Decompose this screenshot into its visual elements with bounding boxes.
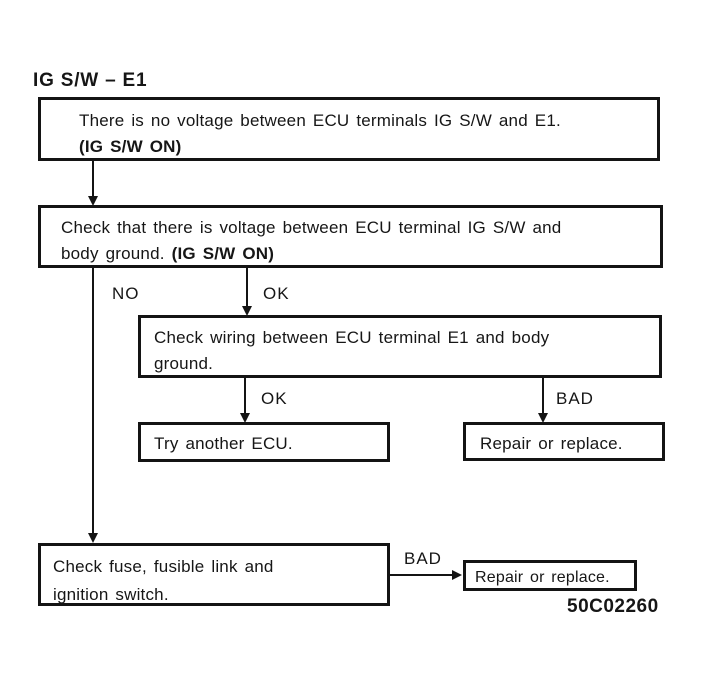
arrowhead-bad-lower bbox=[452, 570, 462, 580]
box-text-line: body ground. (IG S/W ON) bbox=[61, 241, 650, 267]
connector-box1-box2 bbox=[92, 160, 94, 197]
flowchart-box-check-wiring: Check wiring between ECU terminal E1 and… bbox=[138, 315, 662, 378]
box-text-condition: (IG S/W ON) bbox=[79, 137, 182, 156]
box-text-line: Check wiring between ECU terminal E1 and… bbox=[154, 328, 550, 347]
connector-ok-lower bbox=[244, 378, 246, 414]
branch-label-bad-lower: BAD bbox=[404, 549, 442, 568]
flowchart-box-repair-top: Repair or replace. bbox=[463, 422, 665, 461]
box-text-line: Check fuse, fusible link and bbox=[53, 557, 274, 576]
box-text-part: body ground. bbox=[61, 244, 165, 263]
flowchart-box-try-another-ecu: Try another ECU. bbox=[138, 422, 390, 462]
box-text-line: Repair or replace. bbox=[480, 434, 623, 453]
page-title: IG S/W – E1 bbox=[33, 70, 148, 91]
connector-bad-lower bbox=[390, 574, 454, 576]
box-text-line: ignition switch. bbox=[53, 585, 169, 604]
box-text-line: Try another ECU. bbox=[154, 434, 293, 453]
box-text-line: Check that there is voltage between ECU … bbox=[61, 218, 562, 237]
flowchart-box-no-voltage: There is no voltage between ECU terminal… bbox=[38, 97, 660, 161]
box-text-line: Repair or replace. bbox=[475, 569, 610, 586]
connector-no-branch bbox=[92, 267, 94, 534]
flowchart-box-check-fuse: Check fuse, fusible link and ignition sw… bbox=[38, 543, 390, 606]
arrowhead-no-branch bbox=[88, 533, 98, 543]
branch-label-ok-upper: OK bbox=[263, 284, 290, 303]
connector-ok-upper bbox=[246, 267, 248, 307]
box-text-line: There is no voltage between ECU terminal… bbox=[79, 111, 561, 130]
branch-label-bad-upper: BAD bbox=[556, 389, 594, 408]
arrowhead-ok-upper bbox=[242, 306, 252, 316]
box-text-condition: (IG S/W ON) bbox=[171, 244, 275, 263]
figure-code: 50C02260 bbox=[567, 596, 659, 617]
arrowhead-box1-box2 bbox=[88, 196, 98, 206]
flowchart-box-repair-bottom: Repair or replace. bbox=[463, 560, 637, 591]
arrowhead-ok-lower bbox=[240, 413, 250, 423]
arrowhead-bad-upper bbox=[538, 413, 548, 423]
branch-label-ok-lower: OK bbox=[261, 389, 288, 408]
box-text-line: ground. bbox=[154, 354, 214, 373]
connector-bad-upper bbox=[542, 378, 544, 414]
flowchart-box-check-voltage: Check that there is voltage between ECU … bbox=[38, 205, 663, 268]
branch-label-no: NO bbox=[112, 284, 140, 303]
